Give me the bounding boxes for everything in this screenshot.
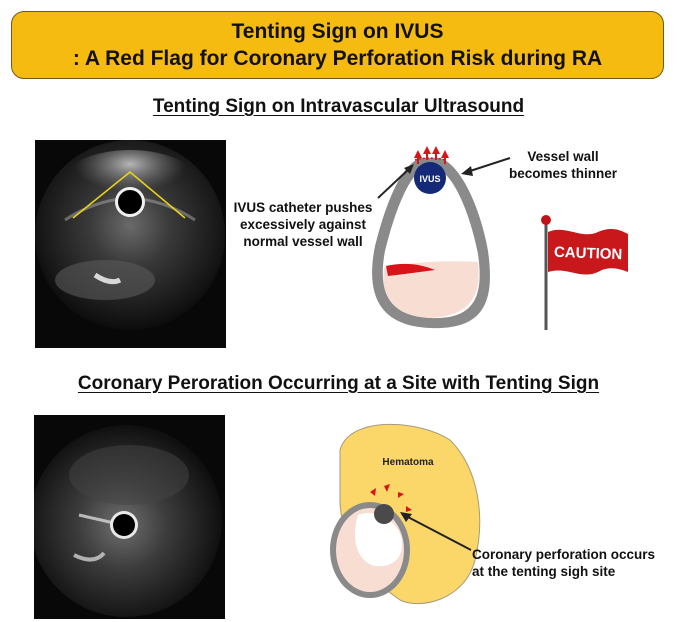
arrow-to-catheter-icon bbox=[377, 164, 414, 199]
hematoma-label: Hematoma bbox=[382, 457, 434, 468]
arrow-to-wall-icon bbox=[461, 157, 511, 176]
catheter-icon bbox=[374, 504, 394, 524]
title-banner: Tenting Sign on IVUS : A Red Flag for Co… bbox=[11, 11, 664, 79]
catheter-label: IVUS bbox=[419, 174, 440, 184]
arrow-to-perforation-icon bbox=[400, 512, 472, 551]
note-vessel-wall: Vessel wall becomes thinner bbox=[508, 149, 618, 181]
tenting-guide-lines bbox=[72, 170, 186, 219]
note-catheter-pushes: IVUS catheter pushes excessively against… bbox=[233, 200, 373, 249]
flag-label: CAUTION bbox=[554, 244, 623, 263]
perforation-arrows bbox=[370, 484, 412, 512]
banner-title-line2: : A Red Flag for Coronary Perforation Ri… bbox=[72, 47, 603, 70]
section2-title: Coronary Peroration Occurring at a Site … bbox=[77, 373, 600, 394]
note-perforation: Coronary perforation occurs at the tenti… bbox=[472, 547, 656, 579]
section1-title: Tenting Sign on Intravascular Ultrasound bbox=[152, 96, 525, 117]
banner-title-line1: Tenting Sign on IVUS bbox=[231, 20, 444, 43]
caution-flag-icon: CAUTION bbox=[541, 215, 628, 330]
perforation-diagram: Hematoma bbox=[330, 423, 481, 605]
ivus-image-tenting bbox=[35, 140, 226, 348]
ivus-catheter-icon bbox=[414, 162, 446, 194]
outward-arrows bbox=[414, 146, 449, 164]
vessel-tenting-diagram: IVUS bbox=[372, 146, 490, 329]
ivus-image-perforation bbox=[34, 415, 225, 619]
